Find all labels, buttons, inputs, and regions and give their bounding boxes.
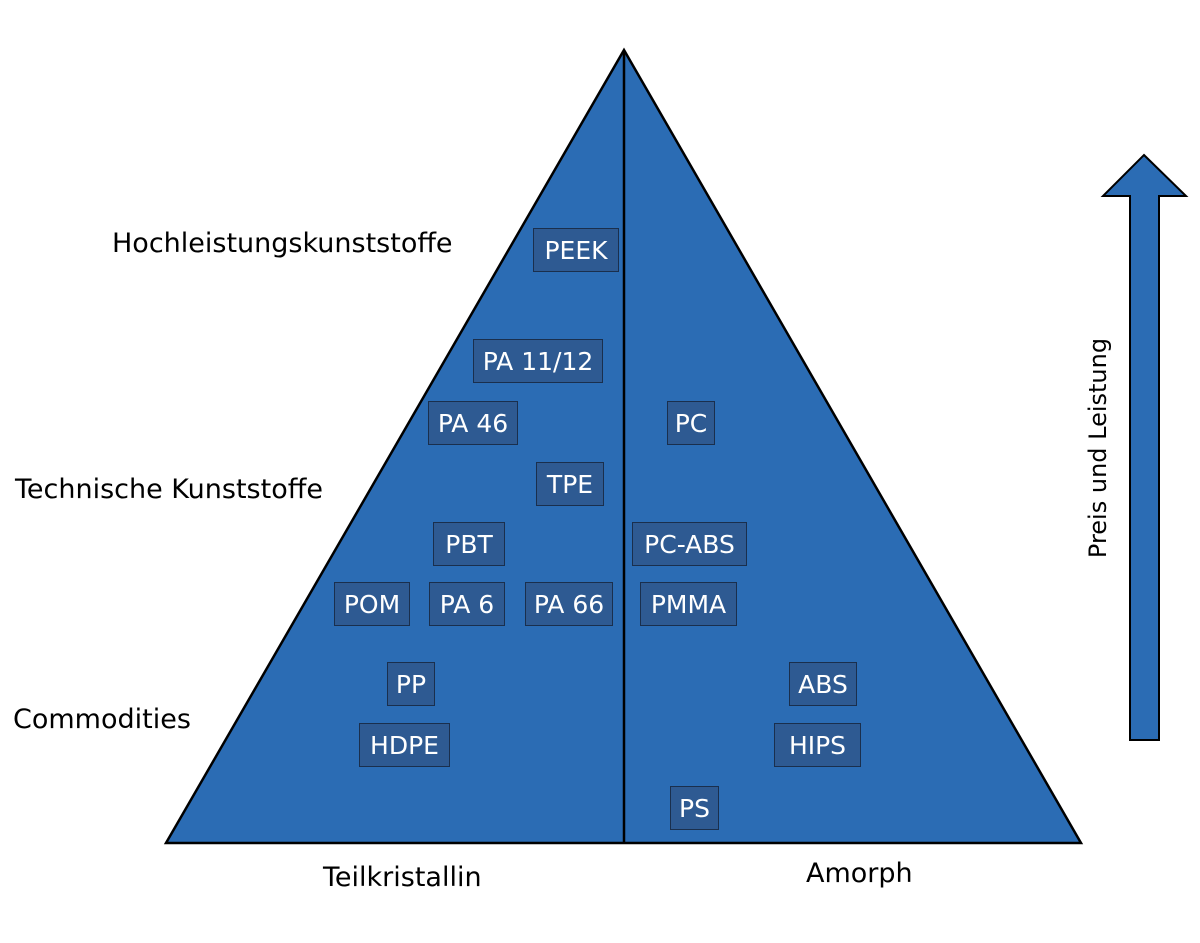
- material-tag-abs: ABS: [789, 662, 857, 706]
- material-tag-pom: POM: [334, 582, 410, 626]
- material-tag-pa-11-12: PA 11/12: [473, 339, 603, 383]
- base-label-semicrystalline: Teilkristallin: [323, 862, 482, 893]
- material-tag-hdpe: HDPE: [359, 723, 450, 767]
- base-label-amorphous: Amorph: [806, 858, 913, 889]
- material-tag-pa-46: PA 46: [428, 401, 518, 445]
- material-tag-pmma: PMMA: [640, 582, 737, 626]
- material-tag-pc-abs: PC-ABS: [632, 522, 747, 566]
- material-tag-pp: PP: [387, 662, 435, 706]
- material-tag-pa-6: PA 6: [429, 582, 505, 626]
- level-label-technical: Technische Kunststoffe: [15, 474, 323, 505]
- level-label-commodities: Commodities: [13, 704, 191, 735]
- material-tag-peek: PEEK: [533, 228, 619, 272]
- arrow-label: Preis und Leistung: [1084, 337, 1112, 559]
- arrow-up-icon: [1100, 153, 1189, 741]
- material-tag-pa-66: PA 66: [525, 582, 613, 626]
- material-tag-hips: HIPS: [774, 723, 861, 767]
- material-tag-ps: PS: [670, 786, 719, 830]
- material-tag-tpe: TPE: [536, 462, 604, 506]
- material-tag-pc: PC: [667, 401, 715, 445]
- level-label-high-performance: Hochleistungskunststoffe: [112, 228, 453, 259]
- material-tag-pbt: PBT: [433, 522, 505, 566]
